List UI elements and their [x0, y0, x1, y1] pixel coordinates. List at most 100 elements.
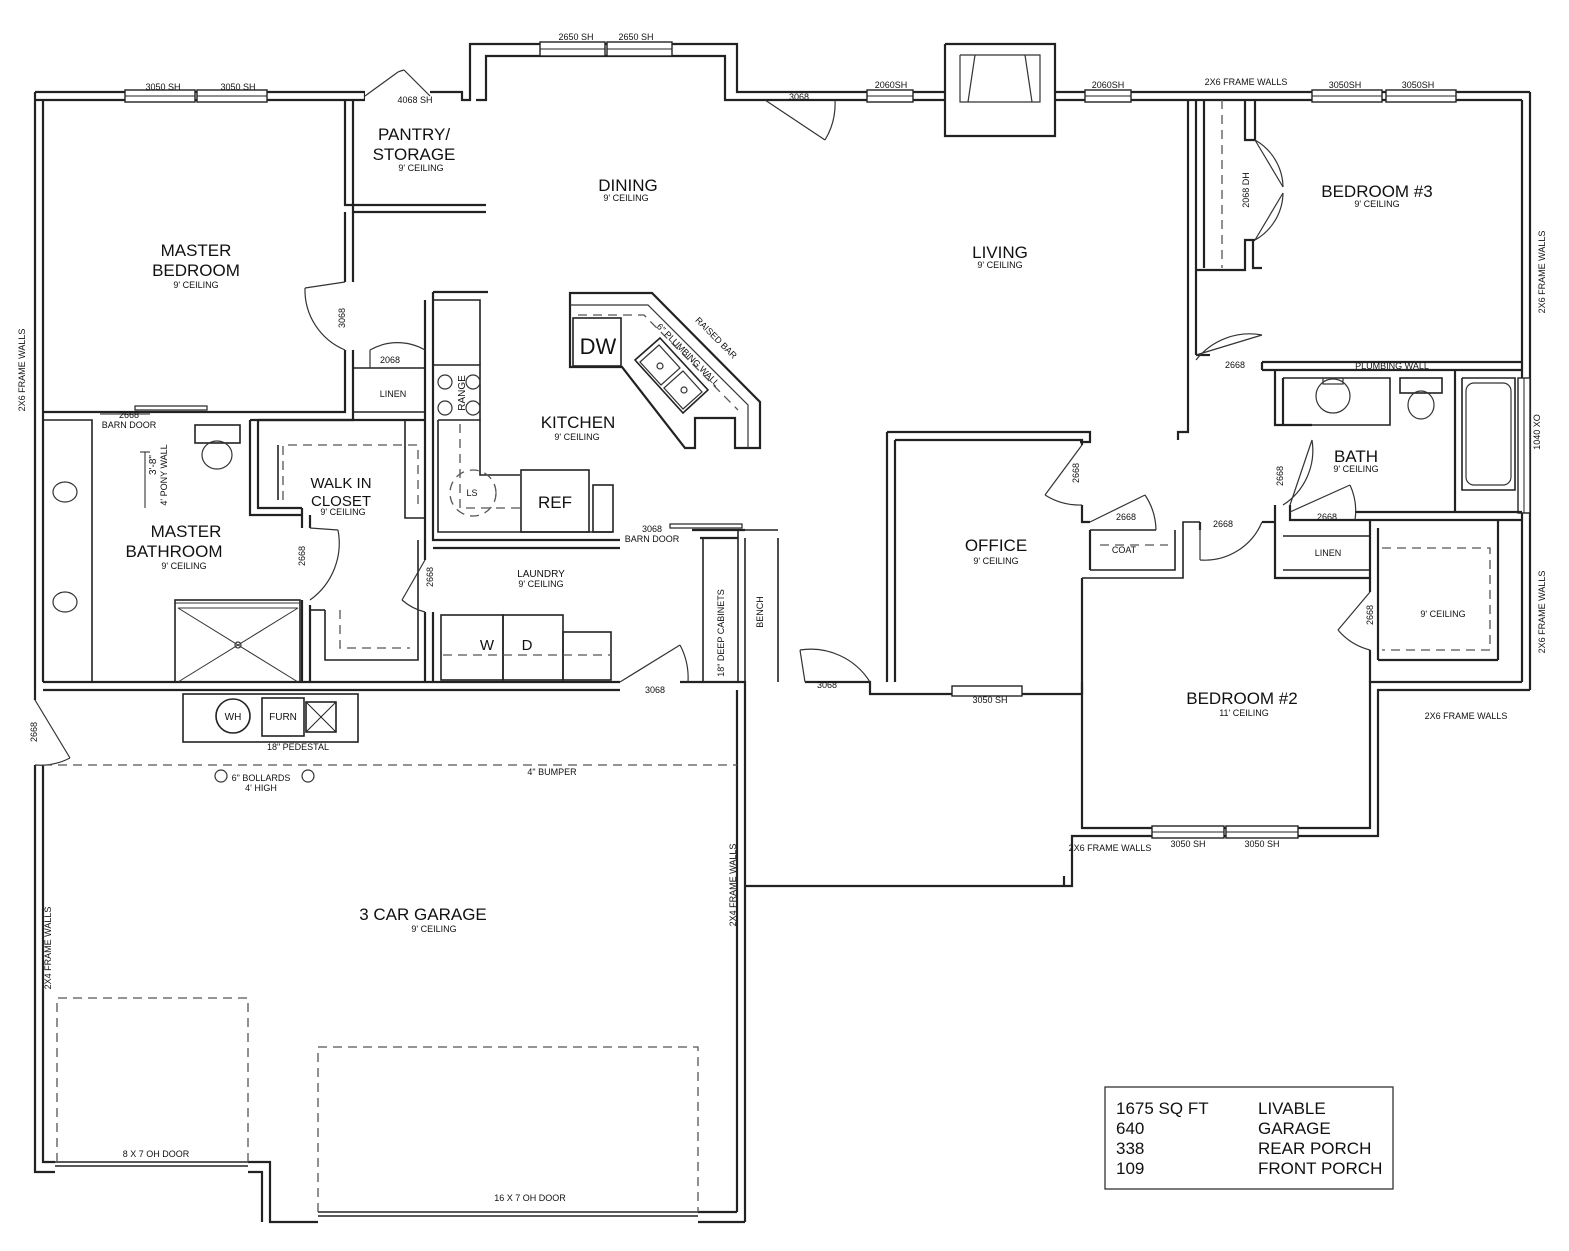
ceiling-bedroom3: 9' CEILING — [1354, 199, 1399, 209]
windows — [124, 41, 1531, 839]
area-legend: 1675 SQ FT LIVABLE 640 GARAGE 338 REAR P… — [1104, 1086, 1394, 1190]
label-range: RANGE — [457, 375, 468, 411]
legend-label-2: GARAGE — [1258, 1119, 1331, 1138]
win-2650-b: 2650 SH — [618, 32, 653, 42]
label-dryer: D — [522, 637, 533, 654]
win-2068dh: 2068 DH — [1241, 172, 1251, 208]
label-linen-master: LINEN — [380, 389, 407, 399]
wall-2x6-bed2-right: 2X6 FRAME WALLS — [1425, 711, 1508, 721]
dimension-labels: 3050 SH 3050 SH 2650 SH 2650 SH 4068 SH … — [17, 32, 1547, 1203]
label-ls: LS — [466, 488, 477, 498]
door-2668-coat: 2668 — [1116, 512, 1136, 522]
room-labels: MASTER BEDROOM 9' CEILING PANTRY/ STORAG… — [126, 125, 1466, 934]
label-dw: DW — [580, 334, 617, 359]
label-linen-bath: LINEN — [1315, 548, 1342, 558]
wall-2x6-bottom: 2X6 FRAME WALLS — [1069, 843, 1152, 853]
interior-walls — [43, 100, 1522, 694]
ceiling-bedroom2-closet: 9' CEILING — [1420, 609, 1465, 619]
ceiling-dining: 9' CEILING — [603, 193, 648, 203]
ceiling-master-bathroom: 9' CEILING — [161, 561, 206, 571]
doors — [34, 99, 1371, 766]
room-walk-in-closet-l1: WALK IN — [310, 475, 371, 492]
ceiling-master-bedroom: 9' CEILING — [173, 280, 218, 290]
wall-2x6-right-bottom: 2X6 FRAME WALLS — [1537, 571, 1547, 654]
door-barn-label: BARN DOOR — [102, 420, 157, 430]
door-2668-linen: 2668 — [1317, 512, 1337, 522]
garage-fixtures — [43, 693, 737, 1212]
legend-value-2: 640 — [1116, 1119, 1144, 1138]
door-3068-master: 3068 — [337, 308, 347, 328]
legend-label-1: LIVABLE — [1258, 1099, 1326, 1118]
win-3050-b: 3050 SH — [220, 82, 255, 92]
label-washer: W — [480, 637, 495, 654]
room-garage: 3 CAR GARAGE — [359, 905, 487, 924]
win-2060-a: 2060SH — [875, 80, 908, 90]
door-2668-office: 2668 — [1071, 463, 1081, 483]
win-1040xo: 1040 XO — [1532, 414, 1542, 450]
wall-2x6-right-top: 2X6 FRAME WALLS — [1537, 231, 1547, 314]
door-2668-barn: 2668 — [119, 410, 139, 420]
legend-value-3: 338 — [1116, 1139, 1144, 1158]
room-living: LIVING — [972, 243, 1028, 262]
door-2668-bed2: 2668 — [1213, 519, 1233, 529]
room-pantry-l2: STORAGE — [373, 145, 456, 164]
door-8x7-oh: 8 X 7 OH DOOR — [123, 1149, 190, 1159]
door-2068-linen: 2068 — [380, 355, 400, 365]
win-3050-bed2-a: 3050 SH — [1170, 839, 1205, 849]
bath-fixtures — [52, 377, 1443, 683]
label-pony-wall: 4' PONY WALL — [159, 444, 169, 505]
ceiling-living: 9' CEILING — [977, 260, 1022, 270]
door-3068-laundry-garage: 3068 — [645, 685, 665, 695]
ceiling-bedroom2: 11' CEILING — [1219, 708, 1269, 718]
door-2668-closet: 2668 — [297, 546, 307, 566]
win-3050-bed2-b: 3050 SH — [1244, 839, 1279, 849]
label-furn: FURN — [269, 712, 297, 723]
room-bedroom3: BEDROOM #3 — [1321, 182, 1432, 201]
room-master-bedroom-l1: MASTER — [161, 241, 232, 260]
kitchen-island — [437, 291, 762, 681]
door-3068-top: 3068 — [789, 92, 809, 102]
label-pedestal: 18" PEDESTAL — [267, 742, 329, 752]
ceiling-office: 9' CEILING — [973, 556, 1018, 566]
wall-2x4-garage-left: 2X4 FRAME WALLS — [43, 907, 53, 990]
ceiling-bath: 9' CEILING — [1333, 464, 1378, 474]
label-plumbing-wall: PLUMBING WALL — [1355, 361, 1429, 371]
win-3050-a: 3050 SH — [145, 82, 180, 92]
label-bollards: 6" BOLLARDS — [232, 773, 291, 783]
ceiling-pantry: 9' CEILING — [398, 163, 443, 173]
wall-2x4-garage-right: 2X4 FRAME WALLS — [728, 844, 738, 927]
door-2668-bed2-closet: 2668 — [1365, 605, 1375, 625]
door-barn-label-2: BARN DOOR — [625, 534, 680, 544]
wall-2x6-top: 2X6 FRAME WALLS — [1205, 77, 1288, 87]
room-laundry: LAUNDRY — [517, 569, 565, 580]
room-pantry-l1: PANTRY/ — [378, 125, 450, 144]
door-2668-garage-side: 2668 — [29, 722, 39, 742]
win-3050-office: 3050 SH — [972, 695, 1007, 705]
label-bollards-high: 4' HIGH — [245, 783, 277, 793]
ceiling-laundry: 9' CEILING — [518, 579, 563, 589]
legend-label-4: FRONT PORCH — [1258, 1159, 1382, 1178]
legend-value-1: 1675 SQ FT — [1116, 1099, 1209, 1118]
room-bath: BATH — [1334, 447, 1378, 466]
win-2060-b: 2060SH — [1092, 80, 1125, 90]
door-16x7-oh: 16 X 7 OH DOOR — [494, 1193, 566, 1203]
legend-label-3: REAR PORCH — [1258, 1139, 1371, 1158]
win-3050sh-a: 3050SH — [1329, 80, 1362, 90]
label-cabinets: 18" DEEP CABINETS — [716, 589, 726, 677]
win-2650-a: 2650 SH — [558, 32, 593, 42]
room-walk-in-closet-l2: CLOSET — [311, 493, 371, 510]
door-2668-bath: 2668 — [1275, 466, 1285, 486]
label-ref: REF — [538, 493, 572, 512]
label-coat: COAT — [1112, 545, 1137, 555]
room-dining: DINING — [598, 176, 658, 195]
door-2668-bed3: 2668 — [1225, 360, 1245, 370]
win-3050sh-b: 3050SH — [1402, 80, 1435, 90]
ceiling-kitchen: 9' CEILING — [554, 432, 599, 442]
room-master-bathroom-l1: MASTER — [151, 522, 222, 541]
label-bench: BENCH — [755, 596, 765, 628]
label-pony-dim: 3'-8" — [148, 455, 159, 475]
room-master-bathroom-l2: BATHROOM — [126, 542, 223, 561]
room-master-bedroom-l2: BEDROOM — [152, 261, 240, 280]
exterior-walls — [33, 42, 1532, 1224]
